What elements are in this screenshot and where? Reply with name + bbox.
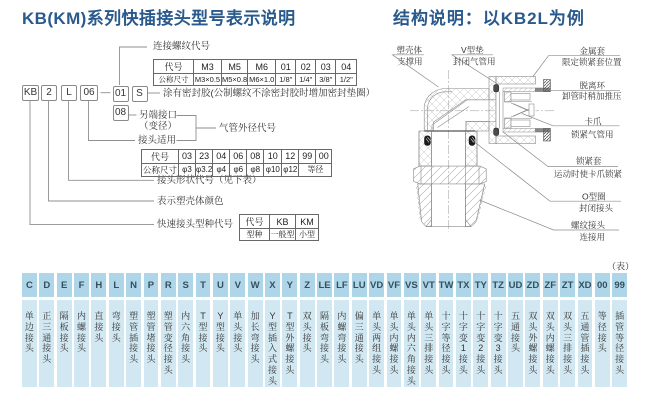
svg-text:锁紧套: 锁紧套: [576, 156, 602, 166]
svg-text:支撑用: 支撑用: [397, 57, 423, 67]
svg-text:卸管时稍加推压: 卸管时稍加推压: [562, 91, 622, 101]
svg-text:封闭气管用: 封闭气管用: [453, 57, 496, 67]
svg-text:锁紧气管用: 锁紧气管用: [571, 130, 614, 140]
svg-text:限定锁紧套位置: 限定锁紧套位置: [562, 57, 622, 67]
svg-text:（表）: （表）: [607, 261, 634, 272]
svg-text:脱离环: 脱离环: [580, 81, 606, 91]
svg-text:卡爪: 卡爪: [585, 117, 603, 127]
svg-text:金属套: 金属套: [580, 46, 606, 56]
svg-text:封闭接头: 封闭接头: [579, 203, 614, 213]
svg-text:连接用: 连接用: [580, 232, 606, 242]
svg-text:O型圈: O型圈: [582, 192, 606, 202]
svg-text:V型垫: V型垫: [461, 45, 484, 55]
svg-text:塑壳体: 塑壳体: [397, 45, 423, 55]
svg-text:运动时使卡爪锁紧: 运动时使卡爪锁紧: [554, 169, 623, 179]
svg-text:螺纹接头: 螺纹接头: [571, 220, 606, 230]
